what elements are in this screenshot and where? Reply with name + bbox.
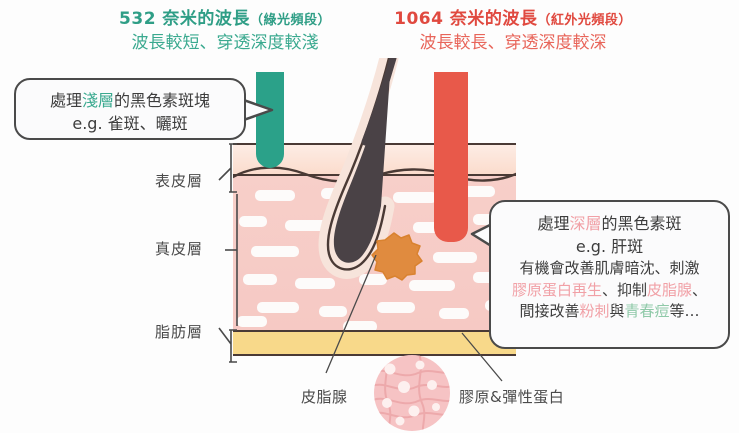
- sebaceous-gland-shape: [371, 232, 423, 281]
- header-green-wavelength: 532 奈米的波長（綠光頻段） 波長較短、穿透深度較淺: [100, 9, 350, 55]
- right-line4-collagen: 膠原蛋白再生: [511, 280, 602, 299]
- right-line5-a: 間接改善: [519, 302, 580, 321]
- left-bubble-line1: 處理淺層的黑色素斑塊: [16, 89, 244, 112]
- label-dermis: 真皮層: [155, 240, 204, 258]
- right-line1-b: 的黑色素斑: [601, 214, 682, 233]
- collagen-magnified-circle: [374, 355, 450, 431]
- right-bubble-line1: 處理深層的黑色素斑: [491, 213, 728, 236]
- fat-layer: [233, 330, 516, 356]
- label-epidermis: 表皮層: [155, 172, 204, 190]
- right-line1-highlight: 深層: [569, 214, 602, 233]
- green-wavelength-value: 532 奈米的波長: [119, 9, 250, 29]
- left-line1-a: 處理: [49, 91, 82, 110]
- header-red-wavelength: 1064 奈米的波長（紅外光頻段） 波長較長、穿透深度較深: [388, 9, 638, 55]
- bubble-deep-pigment: 處理深層的黑色素斑 e.g. 肝斑 有機會改善肌膚暗沈、刺激 膠原蛋白再生、抑制…: [489, 200, 730, 349]
- right-line5-comedone: 粉刺: [579, 302, 610, 321]
- right-line4-gland: 皮脂腺: [647, 280, 693, 299]
- label-fat-layer: 脂肪層: [155, 323, 204, 341]
- left-line1-b: 的黑色素斑塊: [114, 91, 211, 110]
- red-wavelength-desc: 波長較長、穿透深度較深: [419, 32, 607, 53]
- left-line1-highlight: 淺層: [81, 91, 114, 110]
- left-bubble-line2: e.g. 雀斑、曬斑: [72, 114, 188, 134]
- layer-brackets: [218, 143, 238, 363]
- label-collagen-elastin: 膠原&彈性蛋白: [459, 388, 565, 406]
- bubble-shallow-pigment: 處理淺層的黑色素斑塊 e.g. 雀斑、曬斑: [14, 78, 246, 140]
- right-bubble-line4: 膠原蛋白再生、抑制皮脂腺、: [491, 280, 728, 301]
- red-wavelength-value: 1064 奈米的波長: [394, 9, 538, 29]
- green-wavelength-desc: 波長較短、穿透深度較淺: [131, 32, 319, 53]
- green-wavelength-title: 532 奈米的波長（綠光頻段）: [100, 9, 350, 31]
- right-line5-acne: 青春痘: [624, 302, 670, 321]
- bottom-callout-lines: [325, 255, 503, 382]
- right-line4-d: 、: [692, 280, 708, 299]
- right-bubble-line2: e.g. 肝斑: [575, 236, 644, 256]
- right-line4-b: 、抑制: [601, 280, 647, 299]
- green-laser-beam-532nm: [256, 72, 284, 168]
- label-sebaceous-gland: 皮脂腺: [301, 388, 348, 406]
- green-wavelength-band: （綠光頻段）: [249, 13, 331, 28]
- red-laser-beam-1064nm: [434, 72, 468, 242]
- red-wavelength-title: 1064 奈米的波長（紅外光頻段）: [388, 9, 638, 31]
- right-line5-e: 等…: [669, 302, 700, 321]
- right-bubble-line3: 有機會改善肌膚暗沈、刺激: [519, 259, 700, 278]
- right-line1-a: 處理: [537, 214, 570, 233]
- red-wavelength-band: （紅外光頻段）: [537, 13, 632, 28]
- right-line5-c: 與: [609, 302, 625, 321]
- right-bubble-line5: 間接改善粉刺與青春痘等…: [491, 301, 728, 322]
